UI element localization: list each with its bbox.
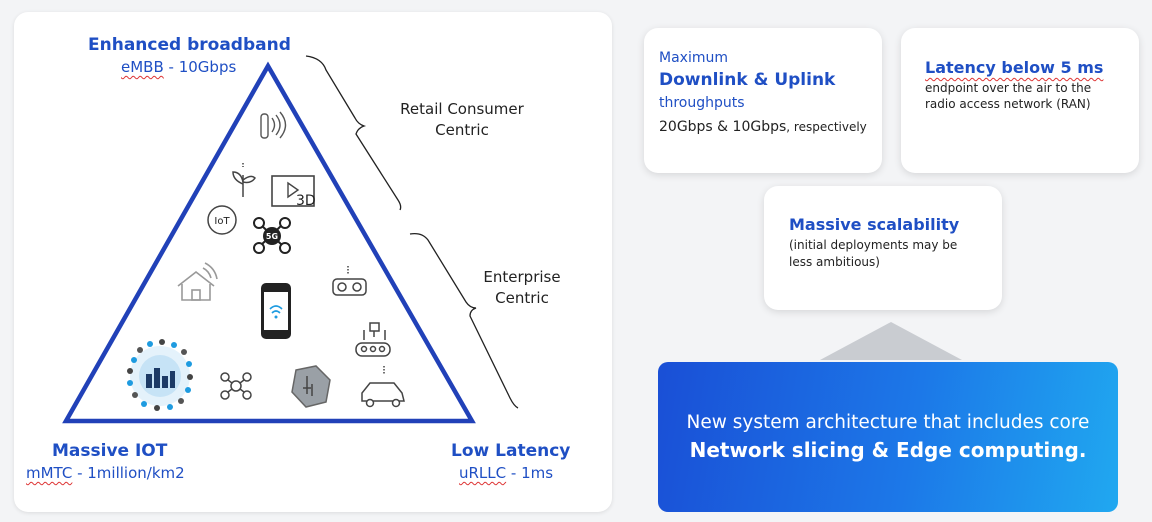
latency-title: Latency below 5 ms (925, 58, 1104, 77)
enterprise-bracket (409, 232, 519, 409)
right-corner-title: Low Latency (451, 441, 571, 461)
retail-label-line2: Centric (435, 121, 489, 139)
scalability-card: Massive scalability (initial deployments… (764, 186, 1002, 310)
latency-line2: radio access network (RAN) (925, 97, 1091, 111)
architecture-banner: New system architecture that includes co… (658, 362, 1118, 512)
mmtc-code: mMTC (26, 464, 73, 482)
video-3d-icon: 3D (271, 175, 316, 209)
iot-label: IoT (214, 216, 230, 227)
enterprise-label: Enterprise Centric (462, 267, 582, 309)
urllc-latency: - 1ms (506, 464, 554, 482)
vr-headset-icon (332, 266, 367, 296)
latency-line1: endpoint over the air to the (925, 81, 1092, 95)
smartphone-icon (261, 283, 291, 339)
service-triangle (62, 61, 476, 424)
throughput-line3: throughputs (659, 95, 745, 111)
smart-home-icon (177, 262, 218, 301)
iot-icon: IoT (207, 205, 237, 235)
left-corner-title: Massive IOT (52, 441, 168, 461)
fiveg-label: 5G (266, 232, 278, 241)
embb-rate: - 10Gbps (163, 58, 237, 76)
throughput-values: 20Gbps & 10Gbps, respectively (659, 116, 867, 135)
retail-consumer-label: Retail Consumer Centric (392, 99, 532, 141)
mmtc-density: - 1million/km2 (72, 464, 185, 482)
retail-label-line1: Retail Consumer (400, 100, 524, 118)
throughput-suffix: , respectively (786, 120, 867, 134)
embb-code: eMBB (121, 58, 164, 76)
throughput-value: 20Gbps & 10Gbps (659, 119, 787, 135)
latency-card: Latency below 5 ms endpoint over the air… (901, 28, 1139, 173)
smart-city-icon (127, 339, 193, 411)
conveyor-icon (355, 322, 391, 357)
connected-car-icon (361, 366, 405, 408)
top-corner-subtitle: eMBB - 10Gbps (121, 58, 236, 76)
triangle-diagram: 3D IoT 5G (62, 55, 519, 424)
touch-hexagon-icon (291, 365, 331, 408)
top-corner-title: Enhanced broadband (88, 35, 291, 55)
plant-icon (232, 163, 256, 197)
throughput-card: Maximum Downlink & Uplink throughputs 20… (644, 28, 882, 173)
right-corner-subtitle: uRLLC - 1ms (459, 464, 553, 482)
banner-line1: New system architecture that includes co… (686, 412, 1090, 433)
scalability-line1: (initial deployments may be (789, 238, 958, 252)
retail-bracket (305, 55, 402, 211)
throughput-line1: Maximum (659, 50, 728, 66)
enterprise-label-line2: Centric (495, 289, 549, 307)
banner-line2: Network slicing & Edge computing. (689, 438, 1087, 462)
left-corner-subtitle: mMTC - 1million/km2 (26, 464, 185, 482)
signal-waves-icon (260, 111, 287, 139)
scalability-title: Massive scalability (789, 215, 960, 234)
urllc-code: uRLLC (459, 464, 507, 482)
drone-5g-icon: 5G (253, 217, 291, 254)
threed-label: 3D (296, 193, 316, 209)
pointer-triangle (820, 322, 962, 360)
triangle-panel (14, 12, 612, 512)
throughput-line2: Downlink & Uplink (659, 70, 836, 90)
network-nodes-icon (220, 372, 252, 400)
scalability-line2: less ambitious) (789, 255, 880, 269)
enterprise-label-line1: Enterprise (483, 268, 561, 286)
